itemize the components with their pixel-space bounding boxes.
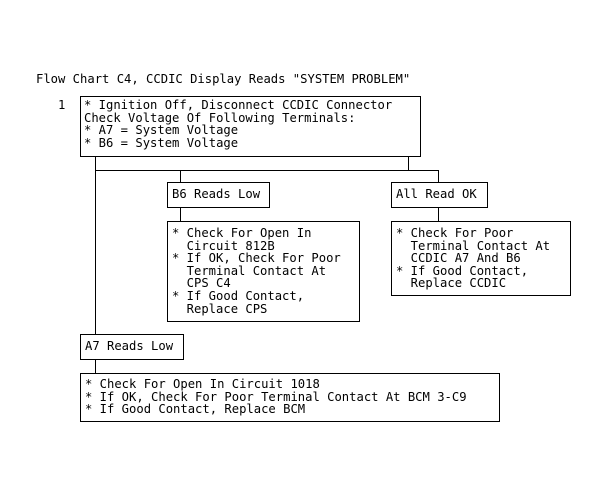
b6-action-line: Replace CPS <box>172 301 268 316</box>
connector-step1-down <box>408 157 409 171</box>
all-read-ok-text: All Read OK <box>396 187 477 201</box>
a7-action-box: * Check For Open In Circuit 1018 * If OK… <box>80 373 500 422</box>
all-read-ok-label: All Read OK <box>391 182 488 208</box>
connector-main-trunk <box>95 157 96 335</box>
allok-action-line: Replace CCDIC <box>396 276 507 291</box>
a7-action-line: * Check For Open In Circuit 1018 <box>85 377 320 391</box>
connector-branch-bar <box>95 170 439 171</box>
connector-to-b6 <box>180 170 181 182</box>
b6-action-line: * If Good Contact, <box>172 288 305 303</box>
connector-to-allok <box>438 170 439 182</box>
allok-action-line: Terminal Contact At <box>396 238 551 253</box>
step1-box: * Ignition Off, Disconnect CCDIC Connect… <box>80 96 421 157</box>
b6-reads-low-text: B6 Reads Low <box>172 187 261 201</box>
allok-action-line: CCDIC A7 And B6 <box>396 251 521 266</box>
connector-b6-down <box>180 208 181 222</box>
a7-reads-low-text: A7 Reads Low <box>85 339 174 353</box>
a7-reads-low-label: A7 Reads Low <box>80 334 184 360</box>
step1-line: * B6 = System Voltage <box>84 135 239 150</box>
allok-action-box: * Check For Poor Terminal Contact At CCD… <box>391 221 571 296</box>
allok-action-line: * If Good Contact, <box>396 263 529 278</box>
page-title: Flow Chart C4, CCDIC Display Reads "SYST… <box>36 72 411 86</box>
b6-action-line: Circuit 812B <box>172 238 275 253</box>
step-number: 1 <box>58 98 66 112</box>
step1-line: Check Voltage Of Following Terminals: <box>84 110 356 125</box>
b6-reads-low-label: B6 Reads Low <box>167 182 270 208</box>
connector-allok-down <box>438 208 439 222</box>
connector-a7-down <box>95 360 96 373</box>
step1-line: * A7 = System Voltage <box>84 123 239 138</box>
a7-action-line: * If OK, Check For Poor Terminal Contact… <box>85 389 467 404</box>
a7-action-line: * If Good Contact, Replace BCM <box>85 402 306 417</box>
b6-action-line: CPS C4 <box>172 276 231 291</box>
step1-line: * Ignition Off, Disconnect CCDIC Connect… <box>84 98 393 112</box>
b6-action-line: Terminal Contact At <box>172 263 327 278</box>
b6-action-line: * Check For Open In <box>172 226 312 240</box>
allok-action-line: * Check For Poor <box>396 226 514 240</box>
b6-action-box: * Check For Open In Circuit 812B * If OK… <box>167 221 360 322</box>
b6-action-line: * If OK, Check For Poor <box>172 251 341 266</box>
